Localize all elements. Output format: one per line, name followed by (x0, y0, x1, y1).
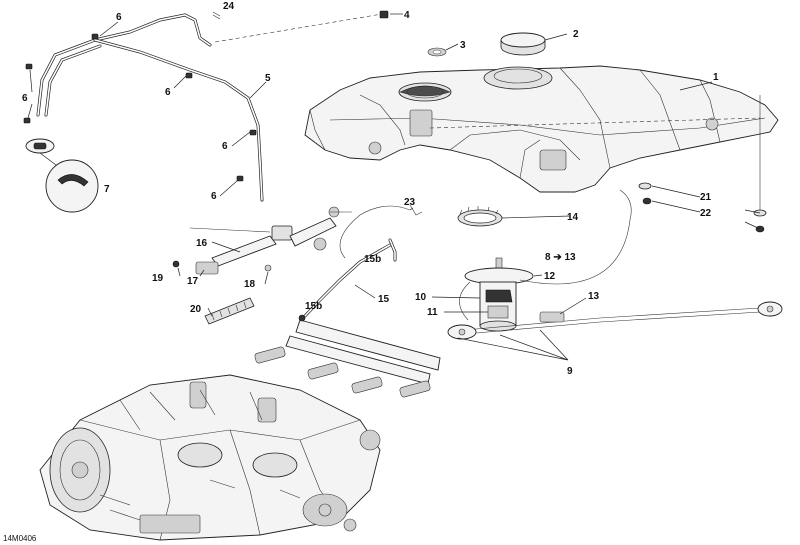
fuel-pump-assembly (447, 189, 783, 340)
callout-11: 11 (427, 307, 438, 318)
callout-10: 10 (415, 292, 427, 303)
engine-block (39, 374, 381, 541)
callout-4: 4 (404, 10, 410, 21)
callout-17: 17 (187, 276, 199, 287)
callout-9: 9 (567, 366, 573, 377)
gasket (427, 47, 447, 57)
callout-6e: 6 (211, 191, 217, 202)
callout-1: 1 (713, 72, 719, 83)
callout-13: 13 (588, 291, 600, 302)
fuel-rail-bracket (172, 206, 352, 275)
callout-22: 22 (700, 208, 712, 219)
callout-8-13: 8 ➔ 13 (545, 252, 576, 263)
callout-18: 18 (244, 279, 256, 290)
callout-24: 24 (223, 1, 235, 12)
callout-2: 2 (573, 29, 579, 40)
washer-nut (638, 182, 767, 233)
callout-6a: 6 (116, 12, 122, 23)
callout-15: 15 (378, 294, 390, 305)
hose-clip (212, 10, 389, 20)
clamp-set (23, 33, 257, 182)
callout-5: 5 (265, 73, 271, 84)
fuel-line-15 (303, 204, 423, 318)
filler-cap (500, 32, 546, 56)
callout-15b-lower: 15b (305, 301, 322, 312)
fuel-injectors (254, 314, 441, 398)
leader-lines (27, 13, 761, 361)
fuel-tank (304, 65, 779, 215)
callout-15b-upper: 15b (364, 254, 381, 265)
callout-23: 23 (404, 197, 416, 208)
callout-16: 16 (196, 238, 208, 249)
callout-6d: 6 (222, 141, 228, 152)
grommet-detail (25, 138, 99, 213)
vent-line (36, 13, 383, 202)
callout-14: 14 (567, 212, 579, 223)
callout-labels: 1 2 3 4 5 6 6 6 6 6 7 8 ➔ 13 9 10 11 12 … (3, 1, 719, 543)
spring (204, 297, 255, 325)
callout-12: 12 (544, 271, 556, 282)
callout-19: 19 (152, 273, 164, 284)
diagram-code: 14M0406 (3, 534, 37, 543)
callout-7: 7 (104, 184, 110, 195)
callout-20: 20 (190, 304, 202, 315)
callout-6c: 6 (165, 87, 171, 98)
callout-3: 3 (460, 40, 466, 51)
callout-21: 21 (700, 192, 712, 203)
callout-6b: 6 (22, 93, 28, 104)
